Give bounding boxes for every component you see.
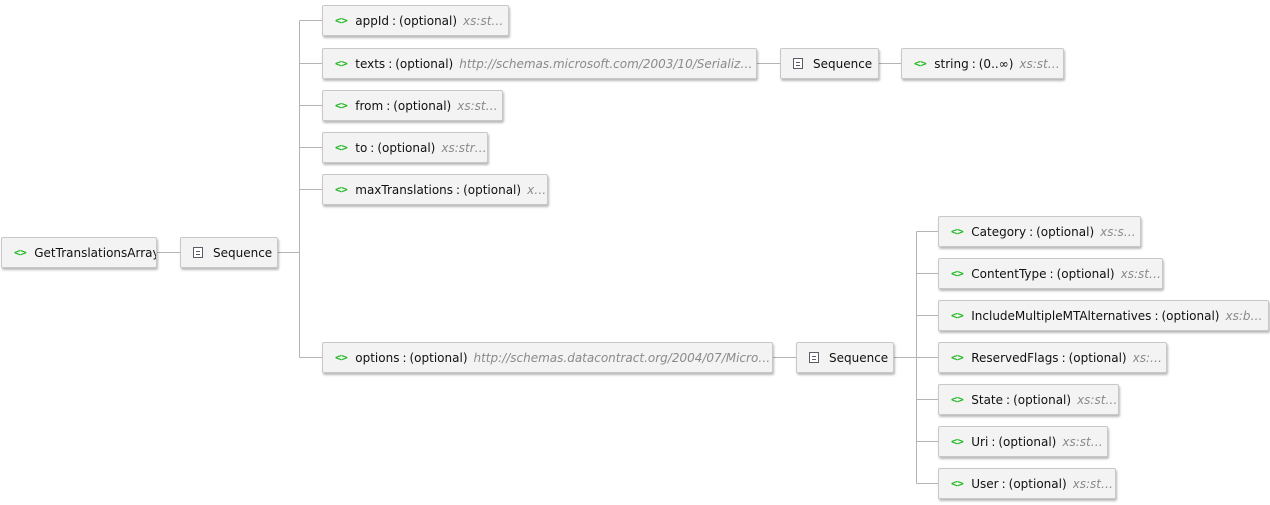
separator: :: [456, 182, 461, 197]
element-name: from: [355, 98, 384, 113]
separator: :: [388, 56, 393, 71]
element-icon: <>: [951, 351, 964, 364]
element-name: appId: [355, 13, 389, 28]
separator: :: [1049, 266, 1054, 281]
occurrence: (optional): [998, 434, 1057, 449]
element-node-state[interactable]: <> State : (optional) xs:string: [938, 384, 1119, 415]
separator: :: [971, 56, 976, 71]
separator: :: [1029, 224, 1034, 239]
occurrence: (optional): [463, 182, 522, 197]
separator: :: [392, 13, 397, 28]
element-name: options: [355, 350, 400, 365]
type-label: xs:string: [1132, 350, 1166, 365]
element-node-maxtranslations[interactable]: <> maxTranslations : (optional) xs:int: [322, 174, 548, 205]
element-node-string[interactable]: <> string : (0..∞) xs:string: [901, 48, 1064, 79]
separator: :: [1061, 350, 1066, 365]
type-label: xs:string: [1019, 56, 1063, 71]
element-icon: <>: [335, 14, 348, 27]
element-node-appid[interactable]: <> appId : (optional) xs:string: [322, 5, 509, 36]
type-label: xs:string: [1120, 266, 1162, 281]
element-node-to[interactable]: <> to : (optional) xs:string: [322, 132, 488, 163]
element-name: User: [971, 476, 999, 491]
element-node-contenttype[interactable]: <> ContentType : (optional) xs:string: [938, 258, 1163, 289]
element-name: IncludeMultipleMTAlternatives: [971, 308, 1152, 323]
element-icon: <>: [951, 435, 964, 448]
separator: :: [1006, 392, 1011, 407]
occurrence: (optional): [1056, 266, 1115, 281]
element-icon: <>: [335, 141, 348, 154]
element-icon: <>: [951, 393, 964, 406]
type-label: xs:int: [527, 182, 547, 197]
element-node-reservedflags[interactable]: <> ReservedFlags : (optional) xs:string: [938, 342, 1167, 373]
element-node-category[interactable]: <> Category : (optional) xs:string: [938, 216, 1141, 247]
texts-sequence-node[interactable]: Sequence: [780, 48, 879, 79]
occurrence: (optional): [1036, 224, 1095, 239]
element-icon: <>: [914, 57, 927, 70]
element-icon: <>: [14, 246, 27, 259]
element-icon: <>: [951, 477, 964, 490]
type-label: xs:string: [1062, 434, 1107, 449]
element-name: string: [934, 56, 969, 71]
separator: :: [1001, 476, 1006, 491]
element-node-uri[interactable]: <> Uri : (optional) xs:string: [938, 426, 1108, 457]
element-name: GetTranslationsArray: [34, 245, 157, 260]
element-icon: <>: [335, 183, 348, 196]
occurrence: (0..∞): [978, 56, 1014, 71]
root-sequence-node[interactable]: Sequence: [180, 237, 278, 268]
element-icon: <>: [951, 225, 964, 238]
element-name: State: [971, 392, 1004, 407]
sequence-label: Sequence: [813, 56, 873, 71]
type-label: xs:string: [1072, 476, 1115, 491]
element-node-user[interactable]: <> User : (optional) xs:string: [938, 468, 1116, 499]
occurrence: (optional): [1008, 476, 1067, 491]
separator: :: [402, 350, 407, 365]
occurrence: (optional): [1161, 308, 1220, 323]
options-sequence-node[interactable]: Sequence: [796, 342, 894, 373]
type-label: xs:boolean: [1225, 308, 1268, 323]
element-name: Category: [971, 224, 1027, 239]
sequence-icon: [793, 58, 803, 69]
element-node-from[interactable]: <> from : (optional) xs:string: [322, 90, 503, 121]
occurrence: (optional): [409, 350, 468, 365]
element-name: to: [355, 140, 368, 155]
element-node-options[interactable]: <> options : (optional) http://schemas.d…: [322, 342, 773, 373]
sequence-icon: [193, 247, 203, 258]
type-label: xs:string: [457, 98, 502, 113]
element-icon: <>: [951, 267, 964, 280]
type-label: xs:string: [1077, 392, 1118, 407]
type-label: http://schemas.microsoft.com/2003/10/Ser…: [459, 56, 756, 71]
separator: :: [386, 98, 391, 113]
element-name: ReservedFlags: [971, 350, 1059, 365]
sequence-label: Sequence: [213, 245, 273, 260]
type-label: xs:string: [441, 140, 487, 155]
element-node-includemultiplemtalternatives[interactable]: <> IncludeMultipleMTAlternatives : (opti…: [938, 300, 1269, 331]
occurrence: (optional): [393, 98, 452, 113]
element-name: ContentType: [971, 266, 1047, 281]
root-element-node[interactable]: <> GetTranslationsArray: [1, 237, 157, 268]
separator: :: [991, 434, 996, 449]
element-name: maxTranslations: [355, 182, 454, 197]
separator: :: [370, 140, 375, 155]
element-node-texts[interactable]: <> texts : (optional) http://schemas.mic…: [322, 48, 757, 79]
type-label: http://schemas.datacontract.org/2004/07/…: [473, 350, 773, 365]
occurrence: (optional): [1013, 392, 1072, 407]
element-icon: <>: [335, 351, 348, 364]
separator: :: [1154, 308, 1159, 323]
element-icon: <>: [335, 57, 348, 70]
occurrence: (optional): [399, 13, 458, 28]
element-icon: <>: [335, 99, 348, 112]
occurrence: (optional): [1068, 350, 1127, 365]
sequence-label: Sequence: [829, 350, 889, 365]
type-label: xs:string: [463, 13, 508, 28]
sequence-icon: [809, 352, 819, 363]
element-name: Uri: [971, 434, 989, 449]
element-name: texts: [355, 56, 386, 71]
occurrence: (optional): [395, 56, 454, 71]
occurrence: (optional): [377, 140, 436, 155]
element-icon: <>: [951, 309, 964, 322]
type-label: xs:string: [1100, 224, 1140, 239]
